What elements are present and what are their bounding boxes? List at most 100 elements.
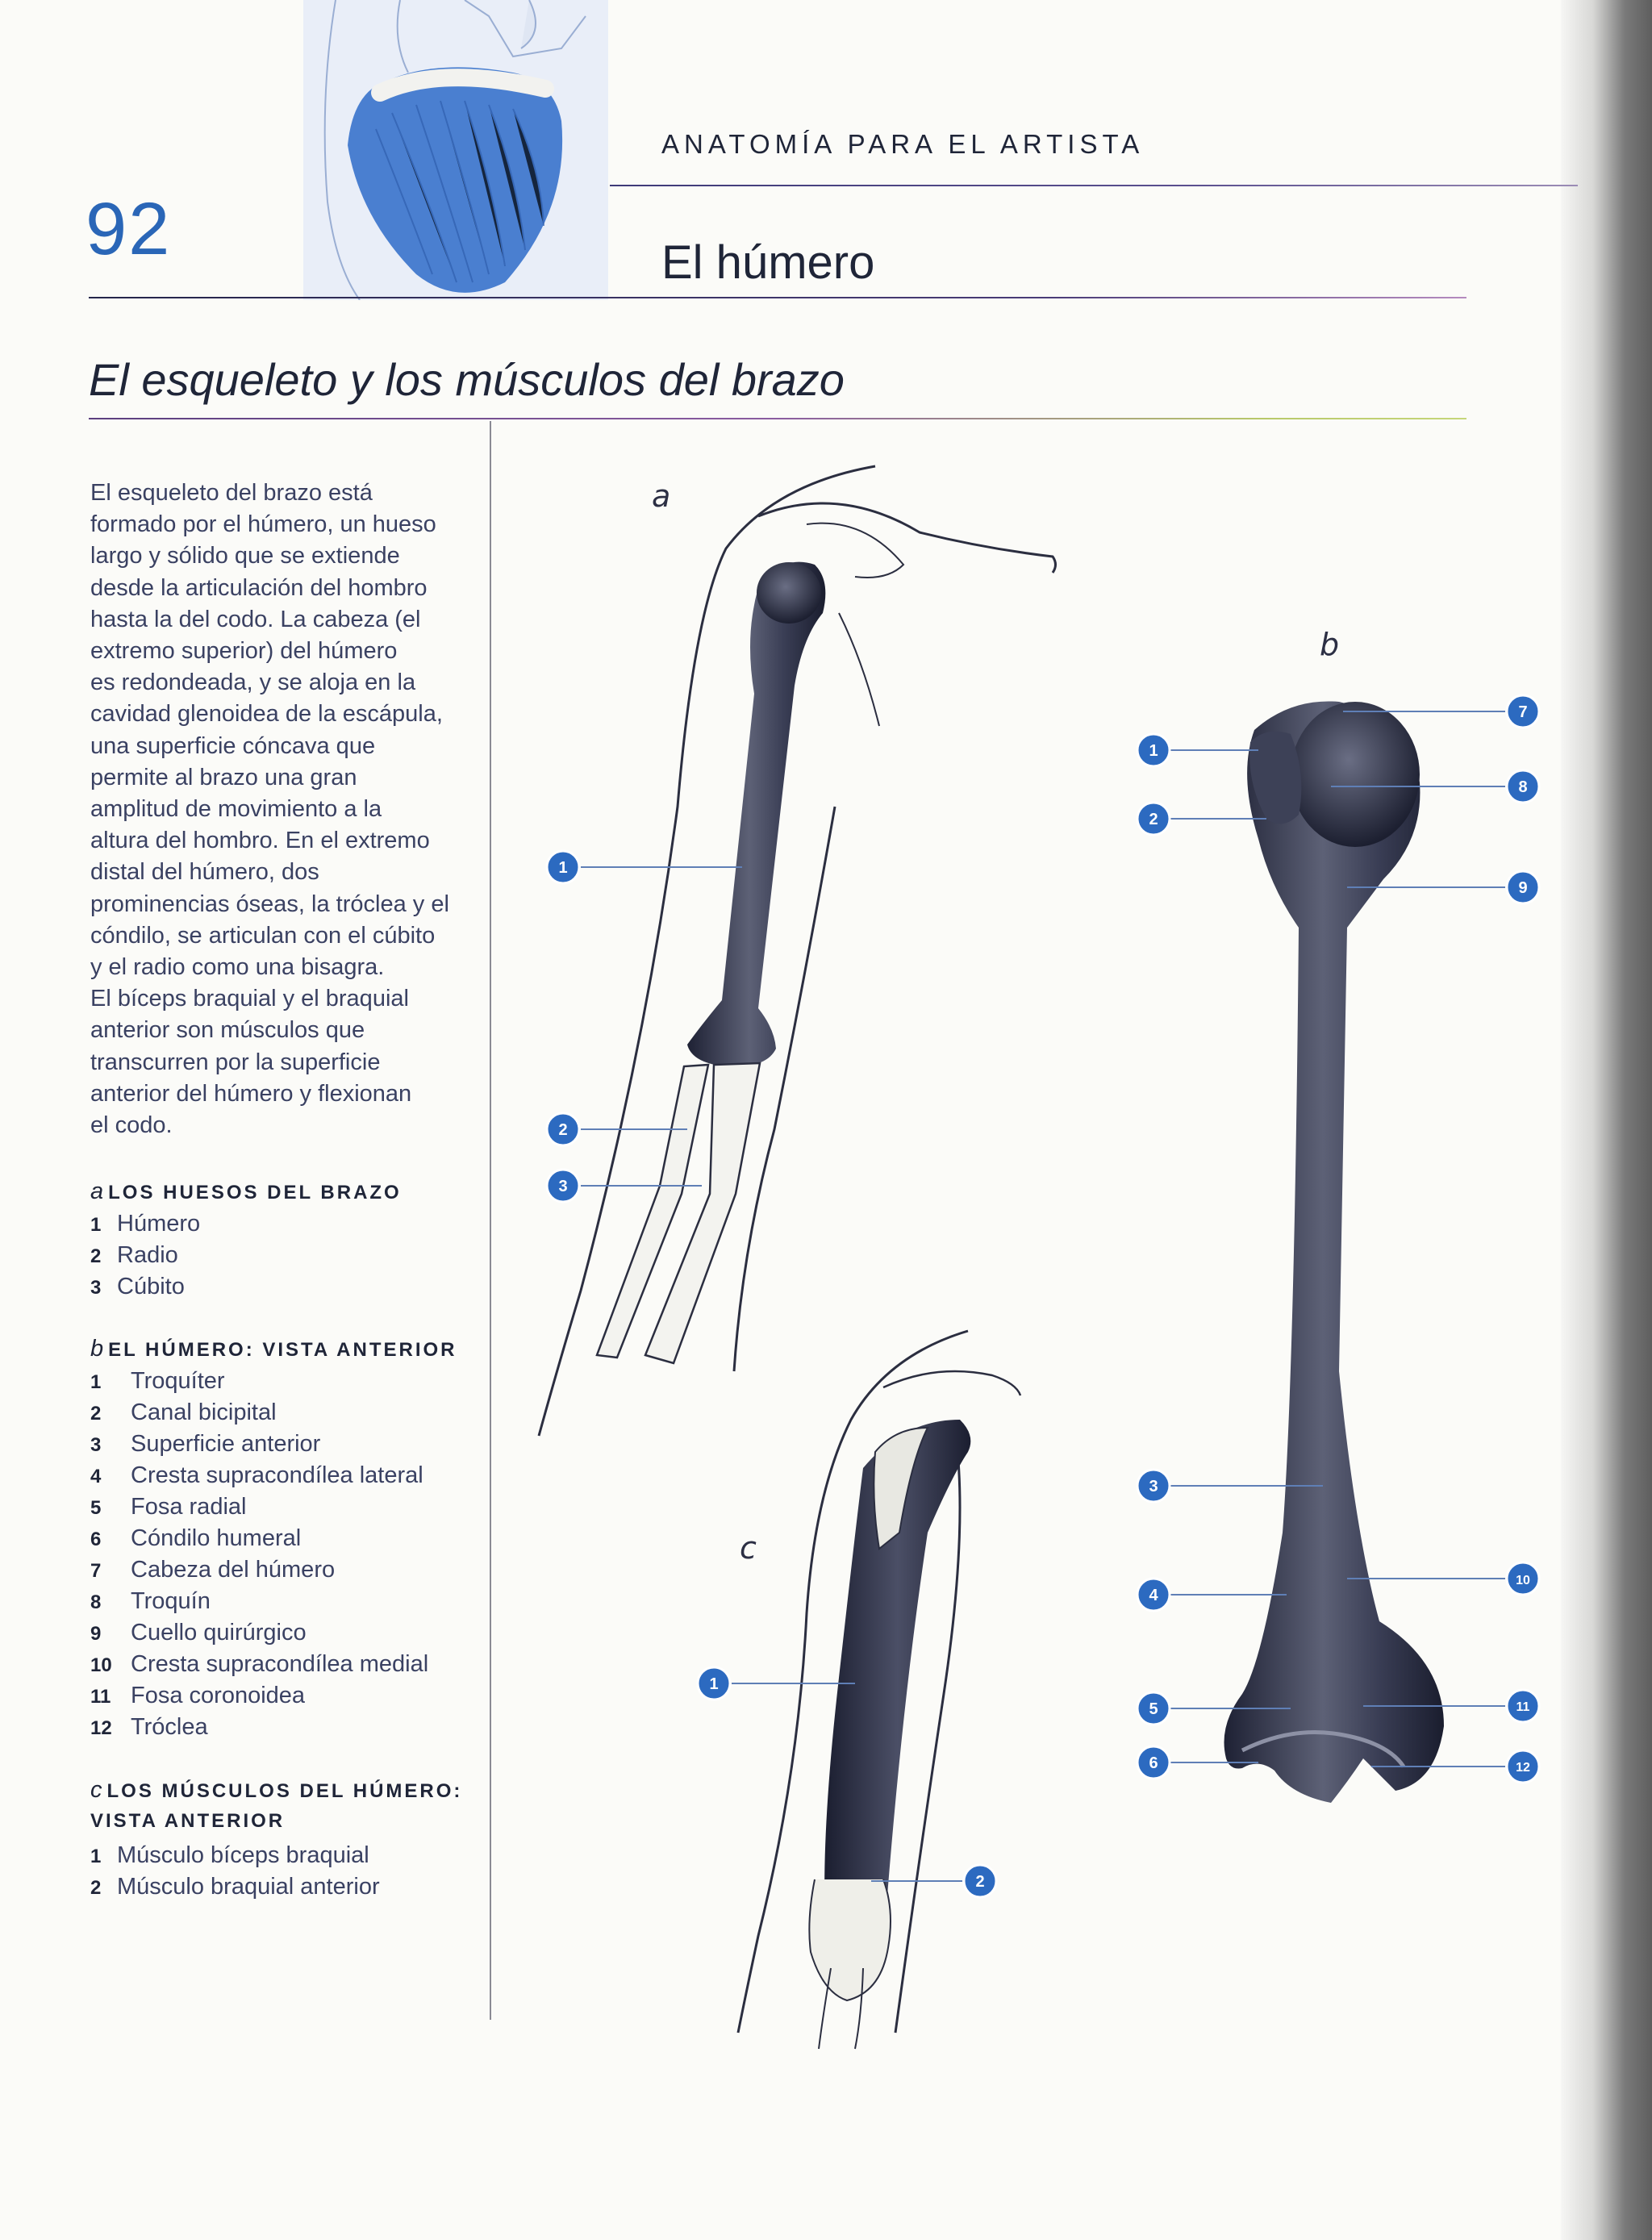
intro-paragraph: El esqueleto del brazo está formado por … [90, 480, 449, 1139]
legend-item-label: Fosa coronoidea [131, 1683, 306, 1708]
figure-b-callout-11: 11 [1363, 1688, 1541, 1724]
legend-c-title-line-2: VISTA ANTERIOR [90, 1810, 286, 1832]
figure-c-letter: c [740, 1530, 757, 1566]
book-title: ANATOMÍA PARA EL ARTISTA [661, 129, 1145, 159]
legend-item-number: 6 [90, 1529, 102, 1550]
legend-item-label: Fosa radial [131, 1494, 247, 1520]
legend-item-number: 9 [90, 1623, 102, 1645]
legend-item-number: 1 [90, 1214, 102, 1236]
shoulder-muscle-thumbnail [303, 0, 608, 300]
section-rule [89, 418, 1466, 419]
legend-item-number: 1 [90, 1371, 102, 1393]
legend-item-number: 3 [90, 1277, 102, 1299]
callout-number: 3 [1149, 1478, 1158, 1495]
legend-a-title: LOS HUESOS DEL BRAZO [108, 1182, 402, 1203]
legend-item: 6 Cóndilo humeral [90, 1523, 457, 1554]
legend-item-label: Troquín [131, 1588, 211, 1614]
legend-item: 1 Músculo bíceps braquial [90, 1840, 462, 1871]
legend-item-number: 3 [90, 1434, 102, 1456]
figure-b-callout-2: 2 [1136, 801, 1266, 836]
legend-item-label: Húmero [117, 1211, 201, 1237]
legend-item-number: 5 [90, 1497, 102, 1519]
figure-b-callout-10: 10 [1347, 1561, 1541, 1596]
legend-item: 9 Cuello quirúrgico [90, 1617, 457, 1649]
callout-number: 3 [558, 1178, 567, 1195]
figure-a-callout-3: 3 [545, 1168, 702, 1203]
callout-number: 2 [1149, 811, 1158, 828]
figure-a-arm-bones: a 1 2 3 [537, 465, 1057, 1437]
legend-item: 1 Troquíter [90, 1366, 457, 1397]
callout-number: 9 [1518, 879, 1527, 897]
figure-c-callout-2: 2 [871, 1863, 998, 1899]
legend-item-number: 1 [90, 1846, 102, 1867]
callout-number: 4 [1149, 1587, 1158, 1604]
legend-item-label: Músculo bíceps braquial [117, 1842, 369, 1868]
legend-item-label: Cuello quirúrgico [131, 1620, 307, 1646]
legend-item: 3 Cúbito [90, 1271, 402, 1303]
callout-number: 7 [1518, 703, 1527, 721]
figure-b-callout-1: 1 [1136, 732, 1258, 768]
callout-number: 2 [975, 1873, 984, 1891]
legend-item-label: Canal bicipital [131, 1399, 277, 1425]
callout-number: 8 [1518, 778, 1527, 796]
legend-item-label: Cóndilo humeral [131, 1525, 302, 1551]
legend-item-label: Músculo braquial anterior [117, 1874, 380, 1900]
legend-c-title-line-1: LOS MÚSCULOS DEL HÚMERO: [106, 1780, 463, 1802]
figure-b-callout-8: 8 [1331, 769, 1541, 804]
callout-number: 1 [558, 859, 567, 877]
chapter-rule [89, 297, 1466, 298]
callout-number: 10 [1516, 1574, 1530, 1587]
section-title: El esqueleto y los músculos del brazo [89, 354, 845, 405]
legend-item-number: 10 [90, 1654, 112, 1676]
legend-item-number: 4 [90, 1466, 102, 1487]
legend-item-number: 2 [90, 1245, 102, 1267]
legend-b-title: EL HÚMERO: VISTA ANTERIOR [108, 1339, 457, 1361]
legend-item-label: Radio [117, 1242, 178, 1268]
callout-number: 11 [1516, 1700, 1530, 1714]
legend-item-label: Cabeza del húmero [131, 1557, 336, 1583]
column-divider [490, 421, 491, 2020]
legend-b-letter: b [90, 1336, 104, 1362]
legend-item: 2 Canal bicipital [90, 1397, 457, 1429]
callout-number: 1 [1149, 742, 1158, 760]
legend-item: 2 Radio [90, 1240, 402, 1271]
figure-b-callout-9: 9 [1347, 870, 1541, 905]
callout-number: 2 [558, 1121, 567, 1139]
figure-c-callout-1: 1 [696, 1666, 855, 1701]
figure-b-callout-4: 4 [1136, 1577, 1287, 1612]
legend-item: 10 Cresta supracondílea medial [90, 1649, 457, 1680]
legend-item: 1 Húmero [90, 1208, 402, 1240]
header-rule [610, 185, 1578, 186]
figure-b-callout-3: 3 [1136, 1468, 1323, 1504]
legend-item-number: 7 [90, 1560, 102, 1582]
chapter-title: El húmero [661, 236, 875, 289]
figure-b-callout-12: 12 [1371, 1749, 1541, 1784]
callout-number: 12 [1516, 1761, 1530, 1775]
legend-c-letter: c [90, 1777, 102, 1803]
legend-item-number: 11 [90, 1686, 111, 1708]
legend-item-number: 2 [90, 1877, 102, 1899]
legend-item: 2 Músculo braquial anterior [90, 1871, 462, 1903]
page-number: 92 [86, 188, 172, 270]
legend-item-label: Cresta supracondílea medial [131, 1651, 429, 1677]
figure-a-callout-2: 2 [545, 1112, 687, 1147]
legend-item-number: 2 [90, 1403, 102, 1425]
figure-b-humerus-anterior: b 1 2 3 4 5 6 7 [1136, 627, 1541, 1803]
legend-item-label: Tróclea [131, 1714, 208, 1740]
legend-item-label: Troquíter [131, 1368, 225, 1394]
legend-item: 3 Superficie anterior [90, 1429, 457, 1460]
figure-b-callout-7: 7 [1343, 694, 1541, 729]
figure-a-letter: a [652, 478, 670, 514]
legend-item-label: Superficie anterior [131, 1431, 321, 1457]
legend-item-label: Cúbito [117, 1274, 185, 1299]
